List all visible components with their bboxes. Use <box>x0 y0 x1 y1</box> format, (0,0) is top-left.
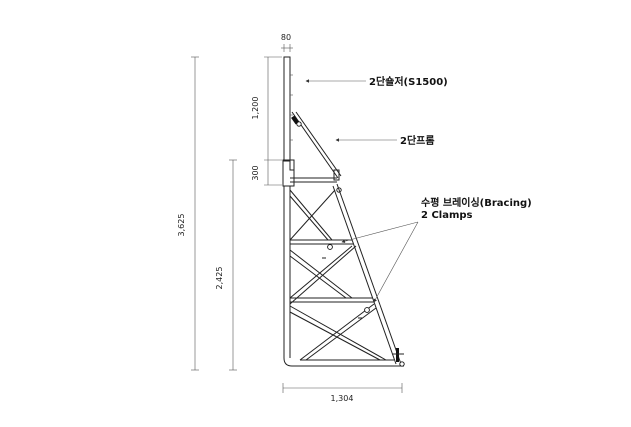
label-form-2nd: 2단숄저(S1500) <box>369 75 448 88</box>
lower-truss-frame <box>283 183 405 367</box>
dim-top-width-label: 80 <box>281 33 291 42</box>
dim-total-height-label: 3,625 <box>177 214 186 237</box>
dim-upper-height: 1,200 <box>251 56 282 161</box>
base-jack-icon <box>392 348 405 367</box>
dim-base-width-label: 1,304 <box>331 394 354 403</box>
dim-middle-height: 300 <box>251 160 282 186</box>
dim-total-height: 3,625 <box>177 56 199 371</box>
upper-form-panel <box>283 56 342 179</box>
dim-middle-height-label: 300 <box>251 165 260 180</box>
label-bracing-line1: 수평 브레이싱(Bracing) <box>421 196 532 209</box>
label-platform-2nd: 2단프롬 <box>400 134 435 147</box>
middle-section <box>282 159 342 193</box>
dim-lower-height-label: 2,425 <box>215 267 224 290</box>
bracing-clamp-icon <box>364 307 370 313</box>
callout-platform-2nd: 2단프롬 <box>335 134 435 147</box>
dim-base-width: 1,304 <box>282 383 403 403</box>
label-bracing-line2: 2 Clamps <box>421 210 473 221</box>
dim-upper-height-label: 1,200 <box>251 97 260 120</box>
brace-clamp-icon <box>291 115 302 127</box>
callout-bracing: 수평 브레이싱(Bracing) 2 Clamps <box>341 196 532 303</box>
dim-top-width: 80 <box>281 33 293 52</box>
bracing-clamp-icon <box>327 244 333 250</box>
callout-form-2nd: 2단숄저(S1500) <box>305 75 448 88</box>
dim-lower-height: 2,425 <box>215 159 237 371</box>
